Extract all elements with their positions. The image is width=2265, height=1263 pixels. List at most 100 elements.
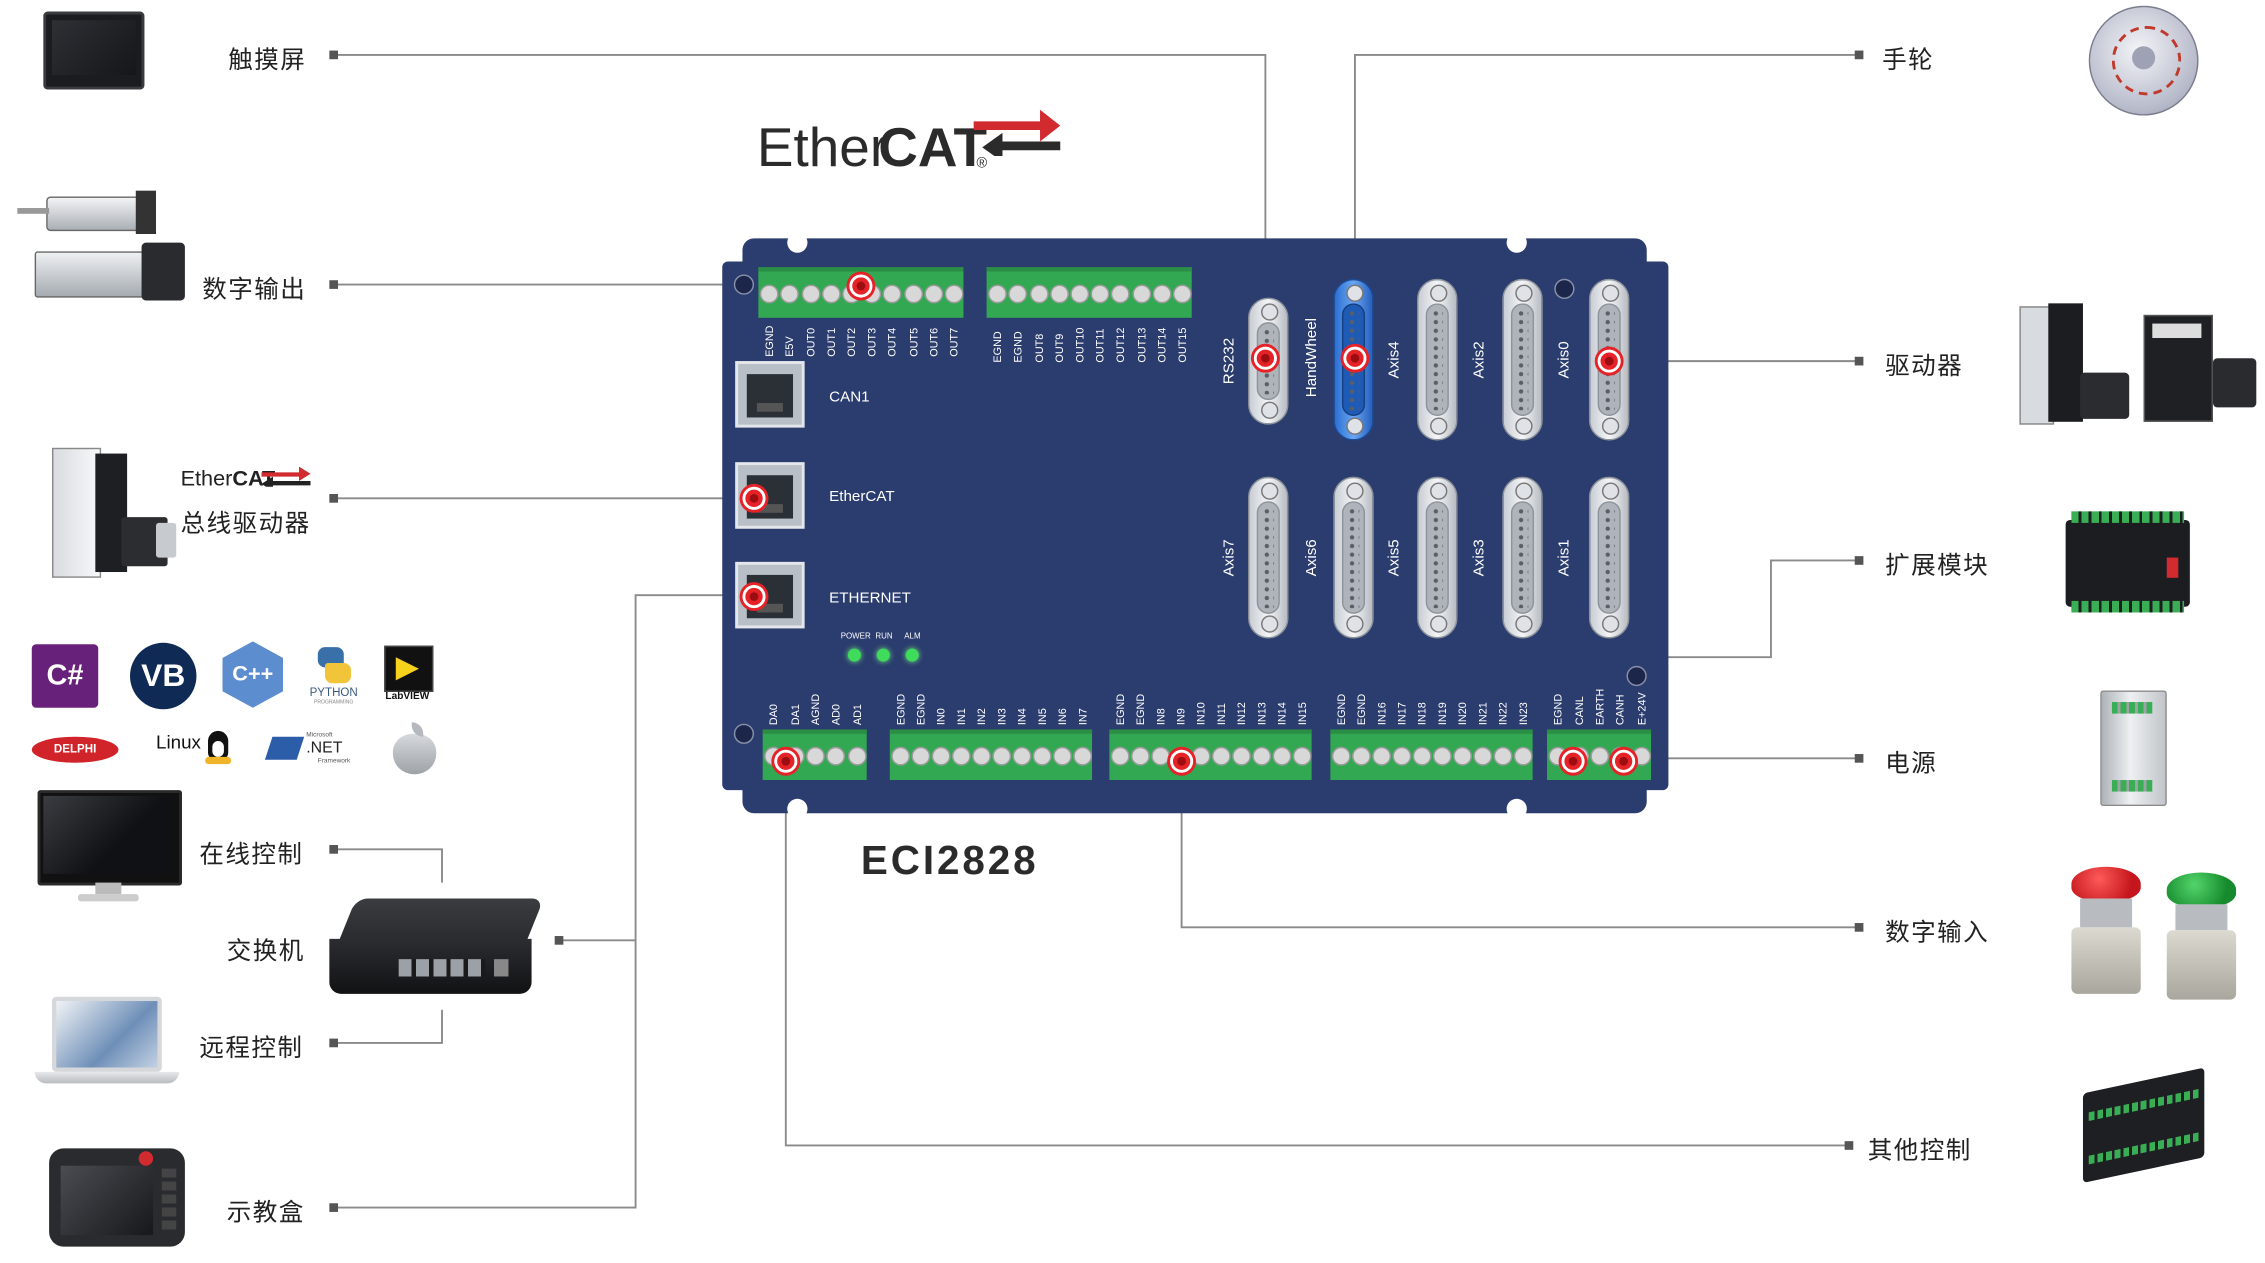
- terminal-pin[interactable]: [1352, 746, 1371, 766]
- terminal-pin[interactable]: [1292, 746, 1312, 766]
- terminal-pin[interactable]: [806, 746, 825, 766]
- terminal-pin[interactable]: [911, 746, 931, 766]
- terminal-pin-label: EGND: [762, 325, 776, 357]
- terminal-pin[interactable]: [1032, 746, 1052, 766]
- terminal-pin[interactable]: [1070, 284, 1089, 304]
- mount-hole: [1506, 798, 1527, 820]
- terminal-block-out2[interactable]: [986, 267, 1192, 318]
- led-power-label: POWER: [840, 632, 871, 642]
- terminal-pin[interactable]: [883, 284, 902, 304]
- axis2-connector[interactable]: [1502, 278, 1543, 441]
- can1-label: CAN1: [829, 388, 870, 406]
- terminal-pin[interactable]: [1172, 284, 1192, 304]
- terminal-pin[interactable]: [1252, 746, 1272, 766]
- terminal-pin[interactable]: [951, 746, 971, 766]
- terminal-block-in1[interactable]: [889, 729, 1093, 781]
- labview-text: LabVIEW: [385, 691, 430, 703]
- terminal-pin[interactable]: [1412, 746, 1432, 766]
- terminal-pin[interactable]: [847, 746, 867, 766]
- terminal-pin[interactable]: [903, 284, 923, 304]
- terminal-pin[interactable]: [1090, 284, 1110, 304]
- terminal-pin-label: IN3: [995, 708, 1009, 726]
- terminal-pin[interactable]: [1131, 284, 1151, 304]
- terminal-pin[interactable]: [1073, 746, 1093, 766]
- terminal-pin[interactable]: [972, 746, 991, 766]
- terminal-pin[interactable]: [1392, 746, 1412, 766]
- terminal-pin[interactable]: [1012, 746, 1032, 766]
- terminal-pin-label: IN16: [1375, 702, 1389, 726]
- ethernet-port[interactable]: [735, 561, 805, 629]
- axis6-connector[interactable]: [1333, 476, 1374, 639]
- terminal-pin[interactable]: [1372, 746, 1392, 766]
- terminal-pin[interactable]: [944, 284, 964, 304]
- axis4-connector[interactable]: [1417, 278, 1458, 441]
- terminal-block-in3[interactable]: [1330, 729, 1533, 781]
- axis5-label: Axis5: [1385, 539, 1403, 577]
- terminal-pin[interactable]: [1513, 746, 1533, 766]
- terminal-pin[interactable]: [1272, 746, 1292, 766]
- terminal-pin[interactable]: [1008, 284, 1028, 304]
- mount-hole: [1506, 232, 1527, 253]
- terminal-pin[interactable]: [780, 284, 800, 304]
- axis3-connector[interactable]: [1502, 476, 1543, 639]
- terminal-pin[interactable]: [1151, 746, 1171, 766]
- terminal-pin[interactable]: [1111, 284, 1131, 304]
- terminal-pin-label: OUT7: [947, 327, 961, 357]
- terminal-pin[interactable]: [931, 746, 951, 766]
- linux-text: Linux: [156, 730, 201, 753]
- ethercat-small-logo: EtherCAT: [181, 466, 318, 499]
- terminal-pin-label: E5V: [783, 336, 797, 357]
- label-touchscreen: 触摸屏: [228, 46, 307, 74]
- terminal-pin-label: EGND: [1551, 693, 1565, 726]
- terminal-pin-label: OUT4: [885, 327, 899, 357]
- terminal-pin[interactable]: [821, 284, 841, 304]
- terminal-pin[interactable]: [1131, 746, 1150, 766]
- terminal-pin-label: E+24V: [1634, 692, 1648, 726]
- screw-icon: [733, 723, 755, 744]
- terminal-pin[interactable]: [1029, 284, 1048, 304]
- led-run: [876, 648, 890, 662]
- node: [329, 494, 339, 503]
- can1-port[interactable]: [735, 361, 805, 428]
- terminal-block-in2[interactable]: [1109, 729, 1312, 781]
- axis6-label: Axis6: [1302, 539, 1321, 577]
- wire-ethernet: [335, 594, 755, 1209]
- terminal-pin[interactable]: [988, 284, 1007, 304]
- marker-rs232: [1253, 346, 1277, 370]
- terminal-pin[interactable]: [891, 746, 911, 766]
- terminal-pin-label: IN4: [1015, 708, 1029, 726]
- terminal-pin[interactable]: [1152, 284, 1172, 304]
- axis5-connector[interactable]: [1417, 476, 1458, 639]
- axis7-connector[interactable]: [1248, 476, 1289, 639]
- terminal-pin[interactable]: [1473, 746, 1493, 766]
- terminal-pin[interactable]: [759, 284, 779, 304]
- terminal-pin-label: AGND: [808, 693, 822, 726]
- terminal-pin[interactable]: [1432, 746, 1452, 766]
- node: [329, 1038, 339, 1048]
- terminal-pin[interactable]: [800, 284, 820, 304]
- terminal-pin[interactable]: [992, 746, 1012, 766]
- terminal-pin[interactable]: [1453, 746, 1472, 766]
- marker-analog: [774, 749, 798, 773]
- terminal-pin[interactable]: [1191, 746, 1211, 766]
- apple-icon: [390, 722, 439, 775]
- terminal-pin[interactable]: [1331, 746, 1351, 766]
- terminal-pin[interactable]: [1211, 746, 1231, 766]
- terminal-pin[interactable]: [1493, 746, 1513, 766]
- terminal-pin-label: IN20: [1456, 702, 1470, 726]
- terminal-pin[interactable]: [1110, 746, 1130, 766]
- terminal-pin[interactable]: [924, 284, 943, 304]
- marker-ethercat: [742, 486, 766, 510]
- terminal-pin[interactable]: [1232, 746, 1251, 766]
- terminal-pin-label: IN21: [1476, 702, 1490, 726]
- wire-online: [335, 848, 443, 883]
- ethercat-port[interactable]: [735, 462, 805, 529]
- axis1-connector[interactable]: [1588, 476, 1630, 639]
- terminal-pin[interactable]: [826, 746, 846, 766]
- terminal-pin[interactable]: [1053, 746, 1072, 766]
- terminal-pin-label: OUT5: [906, 327, 920, 357]
- terminal-pin[interactable]: [1049, 284, 1069, 304]
- terminal-pin[interactable]: [1590, 746, 1610, 766]
- dotnet-icon: Microsoft .NET Framework: [264, 728, 356, 768]
